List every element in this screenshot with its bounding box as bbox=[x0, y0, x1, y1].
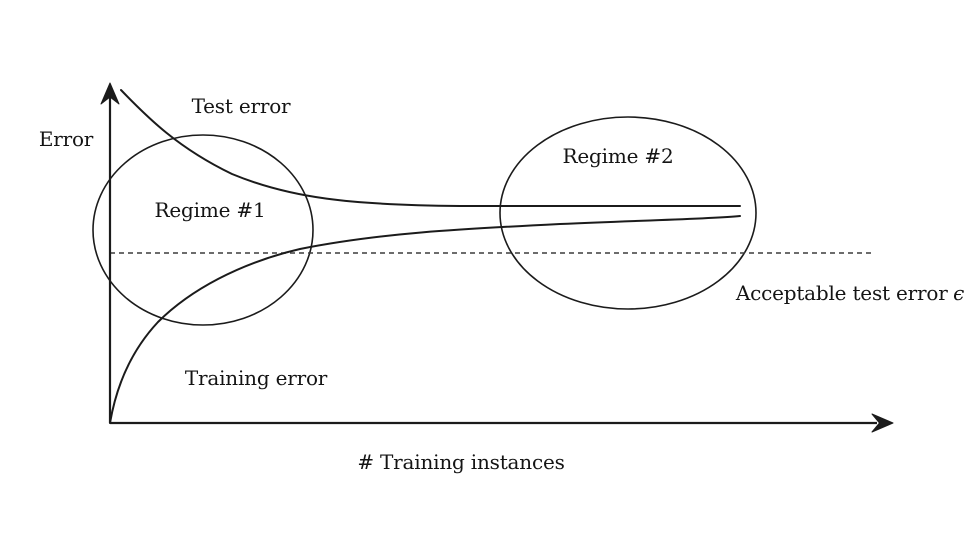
epsilon-symbol: ϵ bbox=[953, 281, 965, 305]
acceptable-test-error-text: Acceptable test error bbox=[735, 281, 948, 305]
y-axis-arrowhead-icon bbox=[100, 82, 120, 105]
regime-2-ellipse bbox=[499, 116, 757, 310]
y-axis-label: Error bbox=[38, 127, 94, 151]
test-error-label: Test error bbox=[191, 94, 291, 118]
training-error-curve bbox=[109, 215, 741, 424]
x-axis-arrowhead-icon bbox=[871, 413, 894, 433]
test-error-curve bbox=[120, 89, 741, 207]
regime-1-ellipse bbox=[92, 134, 314, 326]
regime-2-label: Regime #2 bbox=[562, 144, 674, 168]
regime-1-label: Regime #1 bbox=[154, 198, 266, 222]
training-error-label: Training error bbox=[184, 366, 328, 390]
x-axis-label: # Training instances bbox=[357, 450, 565, 474]
